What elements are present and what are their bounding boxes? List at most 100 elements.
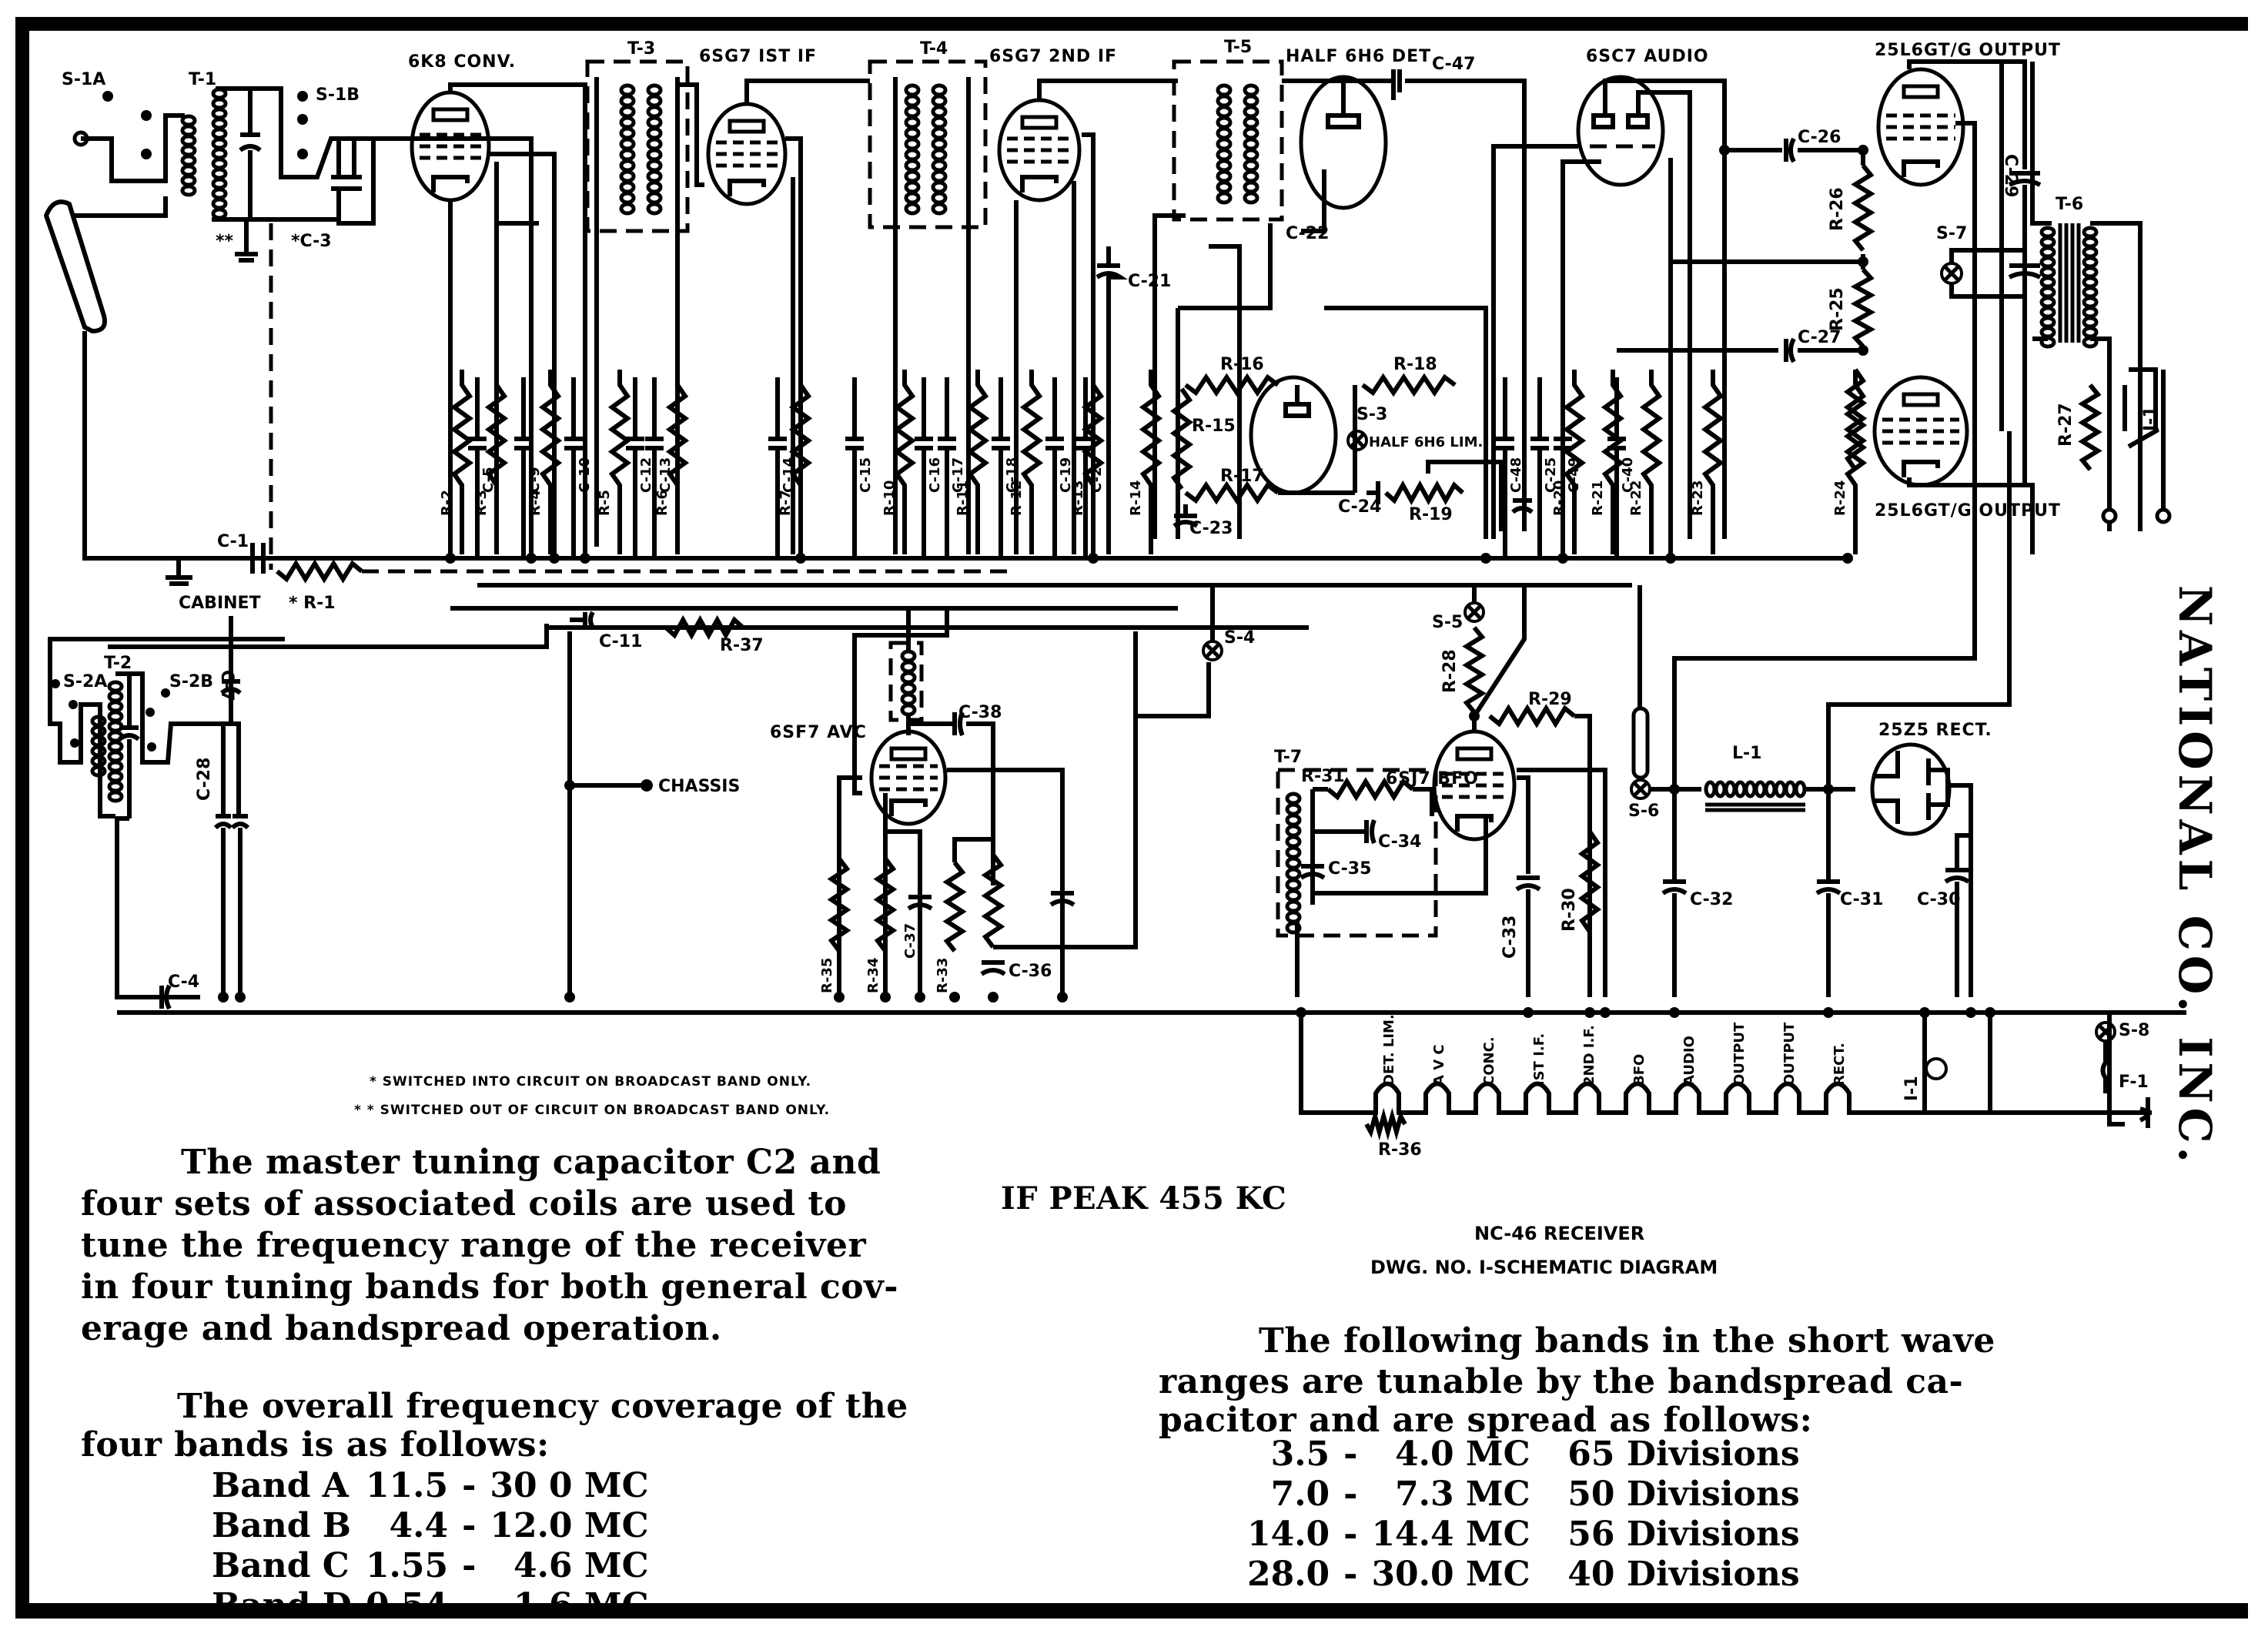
resistor: [1383, 480, 1465, 506]
coil-turn: [1216, 94, 1233, 108]
bank-capacitor: C-9: [514, 377, 543, 558]
table-cell: 50 Divisions: [1544, 1474, 1800, 1514]
capacitor-c35: [1300, 864, 1326, 880]
coil-turn: [931, 126, 948, 140]
bank-capacitor: C-16: [915, 377, 943, 558]
resistor-r29-label: R-29: [1528, 690, 1572, 709]
capacitor-c21-label: C-21: [1128, 272, 1171, 291]
transformer-t1-label: T-1: [189, 70, 216, 89]
wire: [1907, 477, 2035, 554]
bandspread-paragraph-line: ranges are tunable by the bandspread ca-: [1159, 1362, 1964, 1401]
capacitor: [1496, 377, 1514, 558]
wire: [1405, 79, 1527, 531]
bank-capacitor: C-14: [768, 377, 797, 558]
resistor-label: R-33: [935, 958, 951, 993]
resistor-zigzag: [965, 370, 990, 554]
coil-turn: [211, 107, 228, 120]
wire: [947, 768, 1065, 997]
capacitor-c24: [1366, 481, 1380, 504]
resistor-r19-label: R-19: [1409, 505, 1453, 524]
capacitor: [514, 377, 533, 558]
capacitor-label: C-13: [657, 457, 674, 493]
coil: [931, 83, 948, 216]
coil-turn: [107, 710, 124, 723]
capacitor-label: C-48: [1508, 457, 1524, 493]
resistor-r26-label: R-26: [1828, 187, 1847, 231]
antenna-section: S-1A T-1 S-1B ** *C-3: [43, 70, 1016, 613]
wire: [1949, 248, 2025, 299]
wire: [1491, 144, 1578, 539]
wire: [744, 79, 870, 104]
wire: [336, 139, 356, 177]
coil-turn: [619, 202, 636, 216]
avc-tube-6sf7: 6SF7 AVC C-38 C-36 S-4: [770, 585, 1255, 997]
coil-turn: [1764, 780, 1777, 798]
capacitor: [938, 377, 956, 558]
junction-dot: [580, 553, 590, 564]
tube-plate: [431, 107, 470, 122]
table-cell: 1.6 MC: [513, 1585, 649, 1625]
resistor: [1169, 387, 1194, 490]
capacitor-c23: [1172, 504, 1199, 528]
capacitor-c30: [1944, 868, 1970, 997]
coil-turn: [1243, 191, 1259, 205]
coil-turn: [931, 115, 948, 129]
speaker-terminal: [2101, 507, 2118, 524]
wire: [1301, 169, 1326, 233]
coverage-paragraph-line: The overall frequency coverage of the: [177, 1387, 908, 1426]
coil-turn: [1243, 137, 1259, 151]
table-cell: 65 Divisions: [1544, 1434, 1800, 1474]
resistor-zigzag: [827, 857, 851, 952]
wire: [448, 82, 587, 562]
wire: [1426, 460, 1504, 531]
speaker-terminal: [2155, 507, 2172, 524]
coil-turn: [619, 94, 636, 108]
bandspread-row: 14.0-14.4 MC 56 Divisions: [1247, 1514, 1814, 1554]
coil-turn: [619, 180, 636, 194]
table-cell: 7.0: [1270, 1474, 1330, 1514]
resistor-label: R-2: [439, 490, 455, 516]
capacitor-c11: [570, 611, 595, 629]
wire: [1925, 1013, 2152, 1126]
capacitor: [626, 377, 644, 558]
resistor-r37-label: R-37: [720, 636, 764, 655]
switch-s3-lamp-icon: [1346, 430, 1368, 451]
wire: [852, 608, 949, 795]
resistor-zigzag: [1850, 267, 1876, 349]
switch-contact: [70, 738, 79, 748]
shield-can: [868, 59, 988, 229]
table-cell: 30 0 MC: [490, 1465, 649, 1505]
capacitor: [1045, 377, 1064, 558]
wire: [952, 837, 993, 862]
dial-lamp-i1-icon: [1925, 1057, 1948, 1080]
switch-contact: [297, 114, 308, 125]
coil-turn: [646, 115, 663, 129]
bank-resistor: R-22: [1628, 370, 1664, 554]
footnote-single-star: * SWITCHED INTO CIRCUIT ON BROADCAST BAN…: [370, 1074, 812, 1090]
resistor: [827, 857, 851, 952]
junction-dot: [1985, 1007, 1995, 1018]
table-cell: 7.3 MC: [1395, 1474, 1530, 1514]
vacuum-tube: [869, 729, 948, 826]
capacitor-label: C-37: [902, 923, 918, 959]
tube-cathode: [1902, 159, 1940, 177]
capacitor: [915, 377, 933, 558]
capacitor: [1530, 377, 1549, 558]
coil: [646, 83, 663, 216]
wire: [1928, 768, 1973, 997]
wire: [336, 139, 376, 226]
switch-s1a-label: S-1A: [62, 70, 105, 89]
coil-turn: [900, 671, 917, 685]
junction-dot: [526, 553, 537, 564]
switch-contact: [297, 149, 308, 159]
coil: [619, 83, 636, 216]
coil-turn: [904, 191, 921, 205]
junction-dot: [1823, 784, 1834, 795]
resistor-zigzag: [892, 370, 917, 554]
coil-turn: [1216, 148, 1233, 162]
coil-turn: [107, 740, 124, 753]
coil-turn: [646, 105, 663, 119]
fuse-f1-icon: [2100, 1041, 2108, 1093]
coil-turn: [2039, 276, 2056, 289]
antenna-post-icon: [43, 199, 107, 334]
